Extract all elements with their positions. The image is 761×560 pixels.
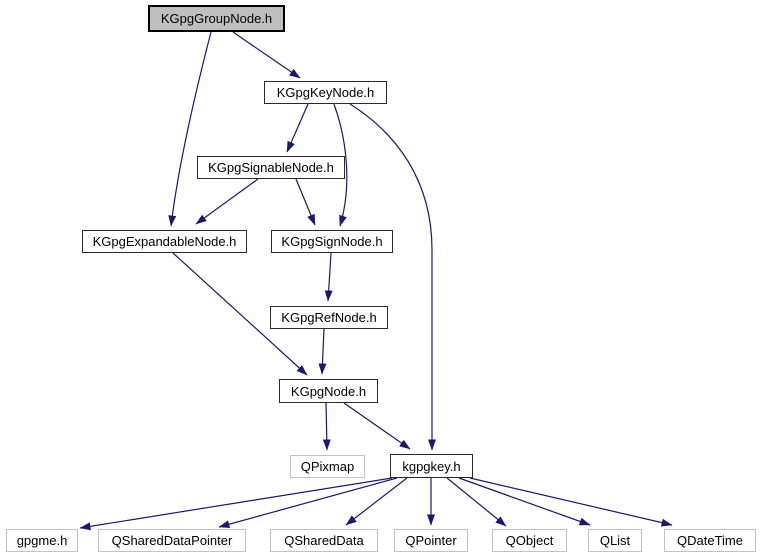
- edge-kgpgkey-qshareddatapointer: [218, 477, 398, 529]
- edge-kgpgkeynode-kgpgkey: [349, 103, 436, 451]
- node-kgpgsignablenode[interactable]: KGpgSignableNode.h: [197, 156, 345, 179]
- node-qlist: QList: [588, 529, 642, 552]
- edge-kgpgkey-qobject: [446, 477, 507, 527]
- edge-kgpgnode-kgpgkey: [343, 402, 411, 450]
- node-qshareddata: QSharedData: [270, 529, 378, 552]
- node-qobject: QObject: [492, 529, 567, 552]
- edge-kgpgnode-qpixmap: [322, 402, 331, 451]
- node-kgpgsignnode[interactable]: KGpgSignNode.h: [271, 230, 393, 253]
- edge-kgpgrefnode-kgpgnode: [318, 328, 327, 375]
- node-qdatetime: QDateTime: [664, 529, 756, 552]
- edge-kgpggroupnode-kgpgkeynode: [232, 31, 301, 79]
- edge-kgpggroupnode-kgpgexpandablenode: [168, 31, 212, 227]
- node-kgpgnode[interactable]: KGpgNode.h: [279, 379, 378, 403]
- node-qshareddatapointer: QSharedDataPointer: [98, 529, 246, 552]
- edge-kgpgexpandablenode-kgpgnode: [172, 252, 308, 376]
- edge-kgpgsignablenode-kgpgsignnode: [295, 178, 316, 226]
- node-qpointer: QPointer: [394, 529, 468, 552]
- edge-kgpgkey-gpgme: [79, 477, 393, 531]
- node-kgpgkeynode[interactable]: KGpgKeyNode.h: [264, 81, 387, 104]
- node-kgpggroupnode: KGpgGroupNode.h: [148, 5, 285, 32]
- edge-kgpgkey-qdatetime: [469, 477, 673, 527]
- edge-kgpgkey-qlist: [458, 477, 591, 526]
- edge-kgpgkey-qshareddata: [345, 477, 408, 526]
- edge-kgpgkeynode-kgpgsignablenode: [286, 103, 309, 153]
- edge-kgpgkeynode-kgpgsignnode: [333, 103, 348, 227]
- node-kgpgexpandablenode[interactable]: KGpgExpandableNode.h: [82, 230, 247, 253]
- node-qpixmap: QPixmap: [290, 455, 365, 478]
- edge-kgpgsignnode-kgpgrefnode: [324, 252, 333, 302]
- node-kgpgkey[interactable]: kgpgkey.h: [390, 454, 473, 478]
- edge-kgpgsignablenode-kgpgexpandablenode: [195, 178, 259, 225]
- node-kgpgrefnode[interactable]: KGpgRefNode.h: [270, 306, 388, 329]
- node-gpgme: gpgme.h: [6, 529, 78, 552]
